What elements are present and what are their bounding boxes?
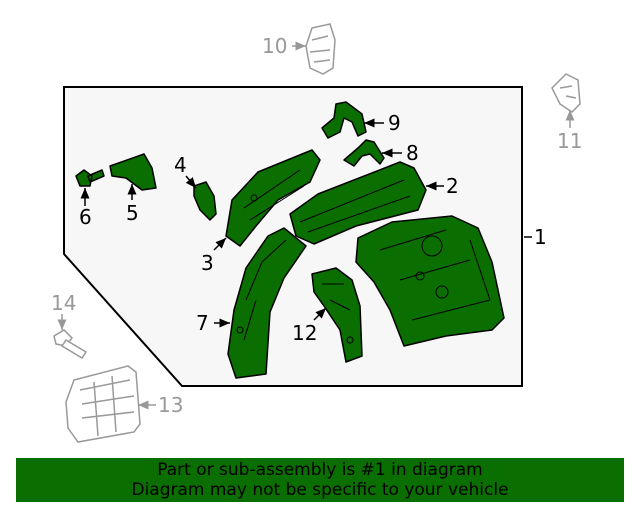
callout-label-6: 6 <box>79 205 92 229</box>
callout-label-1: 1 <box>534 225 547 249</box>
callout-leader-4 <box>185 175 197 189</box>
callout-label-8: 8 <box>406 141 419 165</box>
info-banner: Part or sub-assembly is #1 in diagram Di… <box>16 458 624 502</box>
banner-line-1: Part or sub-assembly is #1 in diagram <box>157 460 483 480</box>
callout-label-4: 4 <box>174 153 187 177</box>
callout-label-7: 7 <box>196 311 209 335</box>
part-2 <box>289 161 427 245</box>
part-4 <box>193 181 217 221</box>
callout-label-5: 5 <box>126 201 139 225</box>
part-10 <box>305 23 336 75</box>
callout-label-9: 9 <box>388 111 401 135</box>
part-12 <box>311 267 363 363</box>
callout-leader-12 <box>313 307 327 321</box>
banner-line-2: Diagram may not be specific to your vehi… <box>131 480 509 500</box>
part-6 <box>75 169 105 187</box>
part-13 <box>65 365 141 443</box>
part-9 <box>321 101 367 139</box>
callout-label-12: 12 <box>292 321 317 345</box>
callout-label-11: 11 <box>557 129 582 153</box>
part-5 <box>109 153 157 191</box>
part-8 <box>343 139 385 167</box>
callout-label-10: 10 <box>262 34 287 58</box>
callout-label-14: 14 <box>51 291 76 315</box>
part-1-panel <box>355 215 505 347</box>
part-11 <box>551 73 581 113</box>
part-7 <box>227 227 307 379</box>
part-14 <box>53 329 88 360</box>
callout-label-2: 2 <box>446 174 459 198</box>
callout-label-13: 13 <box>158 393 183 417</box>
part-3 <box>225 149 321 247</box>
callout-leader-3 <box>213 237 227 251</box>
callout-label-3: 3 <box>201 251 214 275</box>
